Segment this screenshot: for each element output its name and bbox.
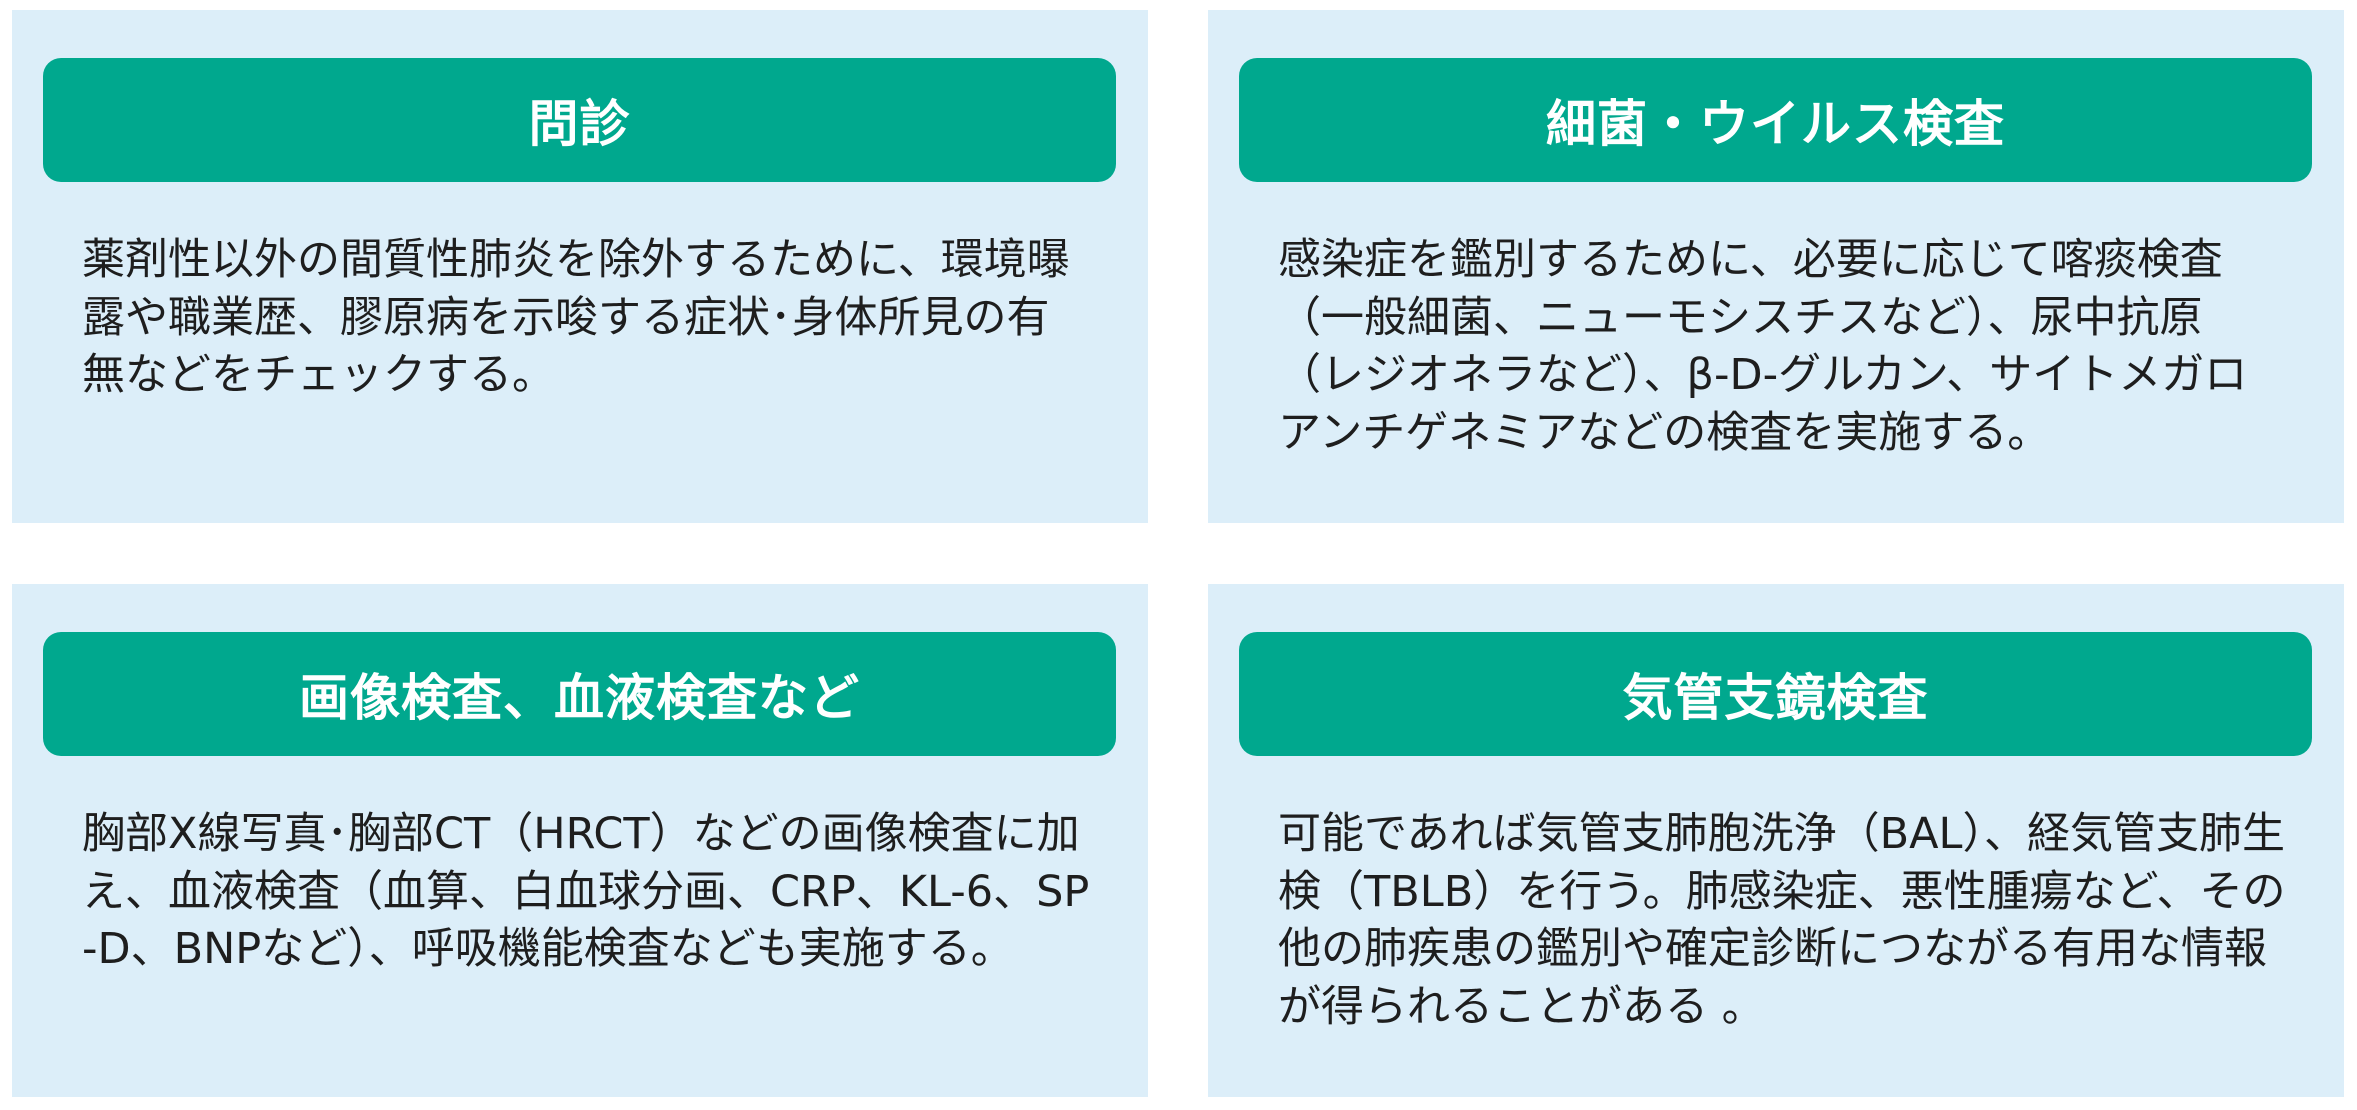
panel-title: 細菌・ウイルス検査	[1239, 58, 2312, 182]
panel-text: 可能であれば気管支肺胞洗浄（BAL）、経気管支肺生検（TBLB）を行う。肺感染症…	[1278, 809, 2286, 1032]
panel-title: 気管支鏡検査	[1239, 632, 2312, 756]
panel-title: 問診	[43, 58, 1116, 182]
panel-history-taking: 問診 薬剤性以外の間質性肺炎を除外するために、環境曝露や職業歴、膠原病を示唆する…	[12, 10, 1148, 523]
panel-text: 感染症を鑑別するために、必要に応じて喀痰検査（一般細菌、ニューモシスチスなど）、…	[1278, 235, 2248, 458]
panel-imaging-blood-test: 画像検査、血液検査など 胸部X線写真･胸部CT（HRCT）などの画像検査に加え、…	[12, 584, 1148, 1097]
panel-bacteria-virus-test: 細菌・ウイルス検査 感染症を鑑別するために、必要に応じて喀痰検査（一般細菌、ニュ…	[1208, 10, 2344, 523]
panel-title: 画像検査、血液検査など	[43, 632, 1116, 756]
panel-text: 薬剤性以外の間質性肺炎を除外するために、環境曝露や職業歴、膠原病を示唆する症状･…	[82, 235, 1070, 400]
panel-bronchoscopy: 気管支鏡検査 可能であれば気管支肺胞洗浄（BAL）、経気管支肺生検（TBLB）を…	[1208, 584, 2344, 1097]
panel-text: 胸部X線写真･胸部CT（HRCT）などの画像検査に加え、血液検査（血算、白血球分…	[82, 809, 1090, 974]
